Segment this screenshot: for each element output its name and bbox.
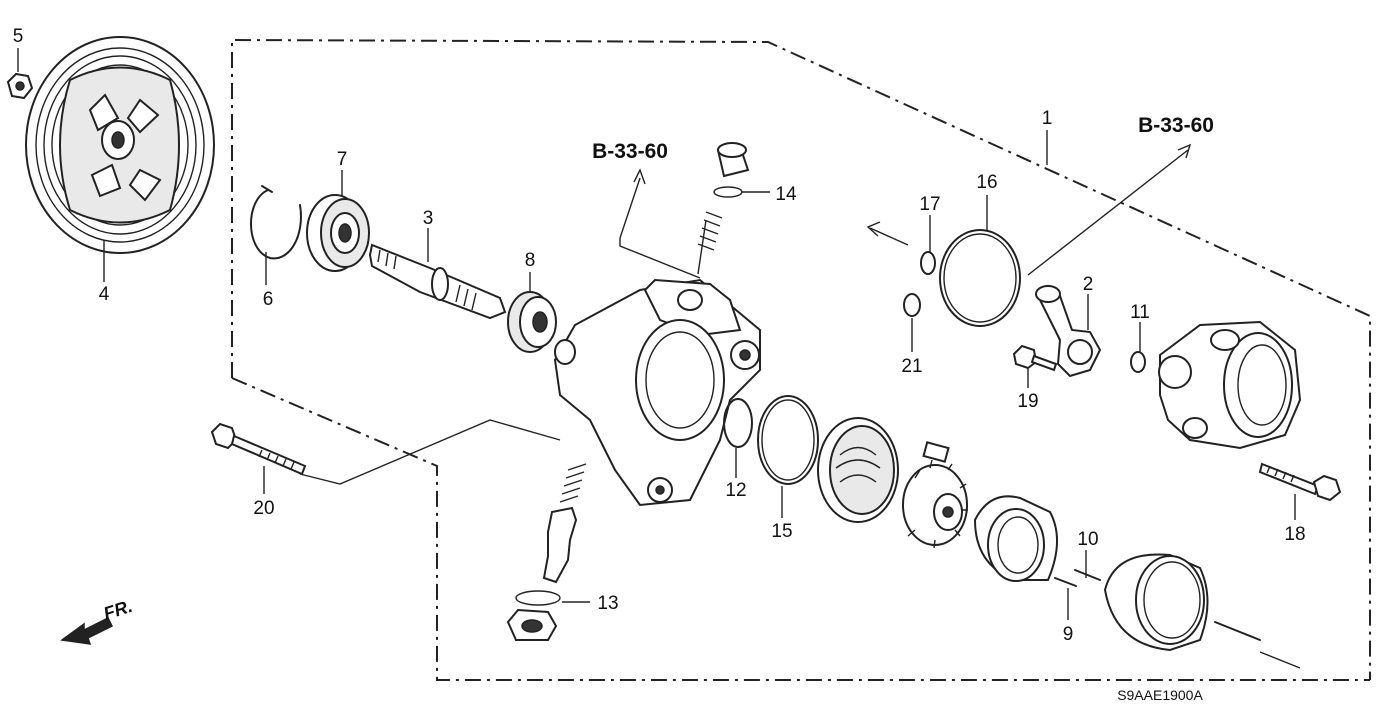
callout-2: 2 — [1083, 274, 1094, 295]
long-bolt — [210, 422, 307, 476]
callout-14: 14 — [775, 184, 797, 205]
o-ring-21 — [903, 293, 921, 317]
pin-9 — [1054, 577, 1077, 587]
callout-12: 12 — [725, 480, 746, 501]
bolt-18 — [1258, 462, 1342, 502]
o-ring-12 — [723, 398, 753, 448]
side-plate — [817, 417, 950, 523]
reference-arrows — [619, 143, 1301, 669]
rotor — [902, 459, 968, 549]
callout-20: 20 — [253, 498, 274, 519]
snap-ring — [250, 185, 302, 260]
inlet-joint — [1035, 285, 1102, 378]
callout-5: 5 — [13, 26, 24, 47]
callout-9: 9 — [1063, 624, 1074, 645]
callout-7: 7 — [337, 149, 348, 170]
callout-4: 4 — [99, 284, 110, 305]
rear-housing — [1158, 320, 1302, 450]
front-bearing — [306, 194, 370, 272]
relief-plug — [697, 142, 750, 251]
leader-lines — [17, 48, 1296, 620]
nut — [6, 72, 34, 100]
callout-18: 18 — [1284, 524, 1305, 545]
o-ring-17 — [920, 251, 936, 275]
callout-16: 16 — [976, 172, 997, 193]
reference-label-right: B-33-60 — [1138, 114, 1214, 137]
callout-numbers: 1 2 3 4 5 6 7 8 9 10 11 12 13 14 15 16 1… — [13, 26, 1306, 645]
cam-ring — [973, 495, 1059, 582]
reference-label-left: B-33-60 — [592, 140, 668, 163]
rear-sleeve — [1103, 553, 1261, 652]
shaft — [368, 243, 507, 320]
o-ring-15 — [757, 395, 819, 485]
callout-1: 1 — [1042, 108, 1053, 129]
front-label: FR. — [101, 596, 135, 624]
front-direction-arrow: FR. — [60, 596, 135, 645]
callout-17: 17 — [919, 194, 940, 215]
callout-3: 3 — [423, 208, 434, 229]
lower-plug — [506, 590, 561, 641]
o-ring-16 — [939, 229, 1021, 327]
callout-21: 21 — [901, 356, 922, 377]
seal — [507, 291, 557, 353]
assembly-boundary — [231, 38, 1371, 681]
o-ring-11 — [1130, 351, 1146, 373]
callout-19: 19 — [1017, 391, 1038, 412]
callout-15: 15 — [771, 521, 792, 542]
pump-body — [553, 278, 761, 507]
callout-8: 8 — [525, 250, 536, 271]
bolt-19 — [1012, 344, 1058, 372]
callout-13: 13 — [597, 593, 618, 614]
pulley — [25, 36, 215, 254]
callout-10: 10 — [1077, 529, 1098, 550]
flow-control-valve — [542, 463, 587, 584]
callout-11: 11 — [1130, 302, 1150, 323]
pin-10 — [1074, 569, 1101, 581]
diagram-code: S9AAE1900A — [1117, 687, 1203, 703]
callout-6: 6 — [263, 289, 274, 310]
